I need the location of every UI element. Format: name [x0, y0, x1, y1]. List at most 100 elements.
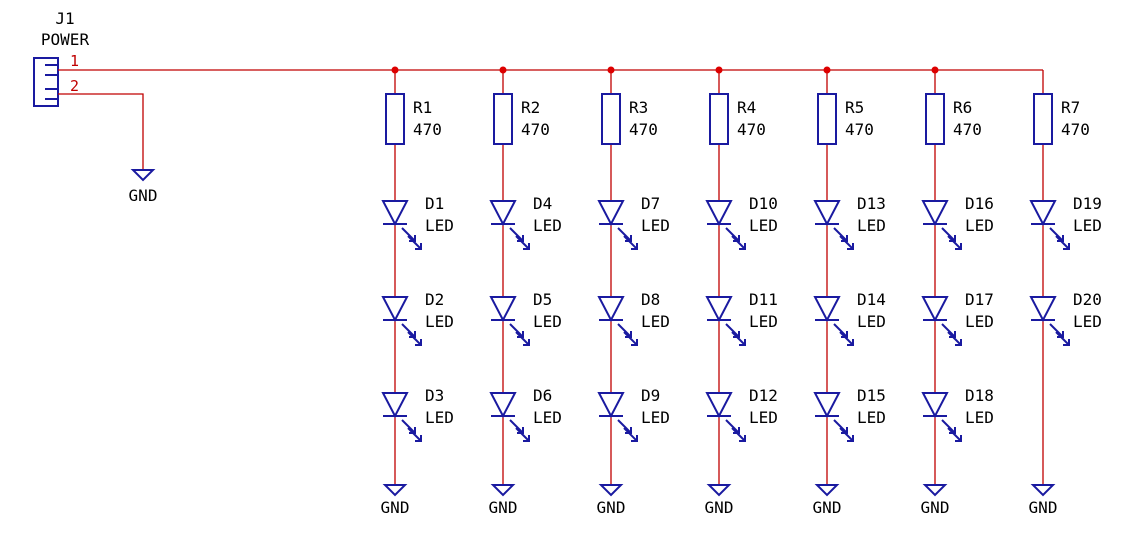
- wire-junction: [823, 66, 831, 74]
- led-arrow: [617, 323, 632, 338]
- led-arrow: [941, 419, 956, 434]
- led-value: LED: [857, 216, 886, 235]
- led-arrow: [1055, 235, 1070, 250]
- led-arrow: [1049, 227, 1064, 242]
- led-triangle: [705, 200, 733, 227]
- led-value: LED: [641, 408, 670, 427]
- led-value: LED: [749, 408, 778, 427]
- led-triangle: [705, 392, 733, 419]
- led-triangle: [489, 200, 517, 227]
- led-arrow: [509, 323, 524, 338]
- led-arrow: [401, 323, 416, 338]
- resistor-ref: R5: [845, 98, 864, 117]
- led-ref: D18: [965, 386, 994, 405]
- resistor-value: 470: [845, 120, 874, 139]
- led-arrow: [947, 427, 962, 442]
- led-triangle: [813, 200, 841, 227]
- led-value: LED: [749, 216, 778, 235]
- led-ref: D3: [425, 386, 444, 405]
- led-arrow: [839, 427, 854, 442]
- led-ref: D12: [749, 386, 778, 405]
- led-ref: D7: [641, 194, 660, 213]
- led-value: LED: [749, 312, 778, 331]
- led-triangle: [705, 296, 733, 323]
- wire-junction: [499, 66, 507, 74]
- wire-junction: [607, 66, 615, 74]
- led-arrow: [617, 419, 632, 434]
- led-arrow: [509, 419, 524, 434]
- connector-pins: [45, 64, 58, 100]
- gnd-symbol: [490, 484, 516, 497]
- led-value: LED: [965, 408, 994, 427]
- resistor-value: 470: [1061, 120, 1090, 139]
- gnd-symbol: [814, 484, 840, 497]
- connector-pin1-label: 1: [70, 52, 79, 70]
- led-columns: R1470D1LEDD2LEDD3LEDGNDR2470D4LEDD5LEDD6…: [381, 66, 1102, 517]
- led-ref: D14: [857, 290, 886, 309]
- led-arrow: [407, 331, 422, 346]
- led-arrow: [623, 331, 638, 346]
- led-triangle: [597, 392, 625, 419]
- led-arrow: [941, 323, 956, 338]
- led-ref: D11: [749, 290, 778, 309]
- resistor-ref: R2: [521, 98, 540, 117]
- resistor-ref: R7: [1061, 98, 1080, 117]
- led-ref: D20: [1073, 290, 1102, 309]
- led-value: LED: [965, 216, 994, 235]
- led-arrow: [833, 323, 848, 338]
- resistor-ref: R6: [953, 98, 972, 117]
- led-ref: D4: [533, 194, 552, 213]
- led-triangle: [489, 392, 517, 419]
- led-arrow: [947, 331, 962, 346]
- resistor-value: 470: [521, 120, 550, 139]
- led-arrow: [617, 227, 632, 242]
- resistor-ref: R1: [413, 98, 432, 117]
- connector-j1: J1 POWER 1 2 GND: [33, 9, 1043, 205]
- led-triangle: [597, 296, 625, 323]
- led-triangle: [921, 296, 949, 323]
- led-value: LED: [1073, 312, 1102, 331]
- led-value: LED: [641, 216, 670, 235]
- gnd-label: GND: [129, 186, 158, 205]
- led-triangle: [381, 296, 409, 323]
- resistor-ref: R4: [737, 98, 756, 117]
- led-arrow: [401, 227, 416, 242]
- led-ref: D1: [425, 194, 444, 213]
- resistor-body: [709, 93, 729, 145]
- led-triangle: [813, 296, 841, 323]
- led-value: LED: [425, 312, 454, 331]
- led-ref: D19: [1073, 194, 1102, 213]
- led-arrow: [731, 235, 746, 250]
- led-arrow: [833, 419, 848, 434]
- led-ref: D6: [533, 386, 552, 405]
- led-arrow: [731, 427, 746, 442]
- led-value: LED: [857, 408, 886, 427]
- led-value: LED: [425, 216, 454, 235]
- led-value: LED: [425, 408, 454, 427]
- led-arrow: [515, 235, 530, 250]
- gnd-label: GND: [813, 498, 842, 517]
- resistor-body: [601, 93, 621, 145]
- led-arrow: [839, 235, 854, 250]
- gnd-symbol: [382, 484, 408, 497]
- led-value: LED: [533, 216, 562, 235]
- led-arrow: [407, 235, 422, 250]
- gnd-label: GND: [921, 498, 950, 517]
- gnd-label: GND: [1029, 498, 1058, 517]
- resistor-value: 470: [629, 120, 658, 139]
